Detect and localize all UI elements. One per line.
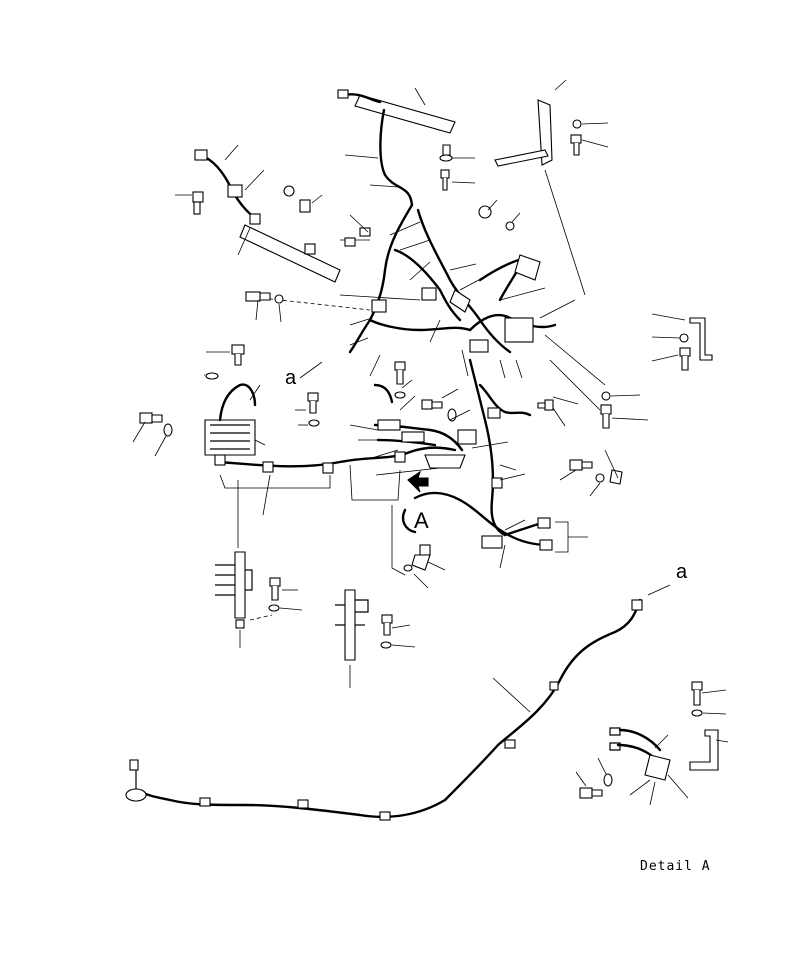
left-upper-harness [175,144,341,283]
right-harness [468,313,713,537]
ref-label-a-top: a [285,367,297,389]
lower-rails [215,551,416,688]
center-bolts [340,144,521,247]
main-harness [261,203,606,411]
detail-a-assembly [575,681,729,806]
detail-marker-A: A [414,508,429,533]
ref-arrow-a-top [299,361,323,379]
central-connectors [349,349,509,476]
lower-harness-bar [214,446,457,548]
top-harness-bar [337,87,456,207]
center-small-parts [295,361,471,427]
long-bottom-cable [125,584,671,821]
left-connector-block [132,383,266,457]
ref-label-a-right: a [676,561,688,583]
lower-right-harness [391,470,588,589]
right-top-bracket [494,79,609,296]
detail-caption: Detail A [640,859,711,874]
bolt-left-middle [204,291,284,380]
